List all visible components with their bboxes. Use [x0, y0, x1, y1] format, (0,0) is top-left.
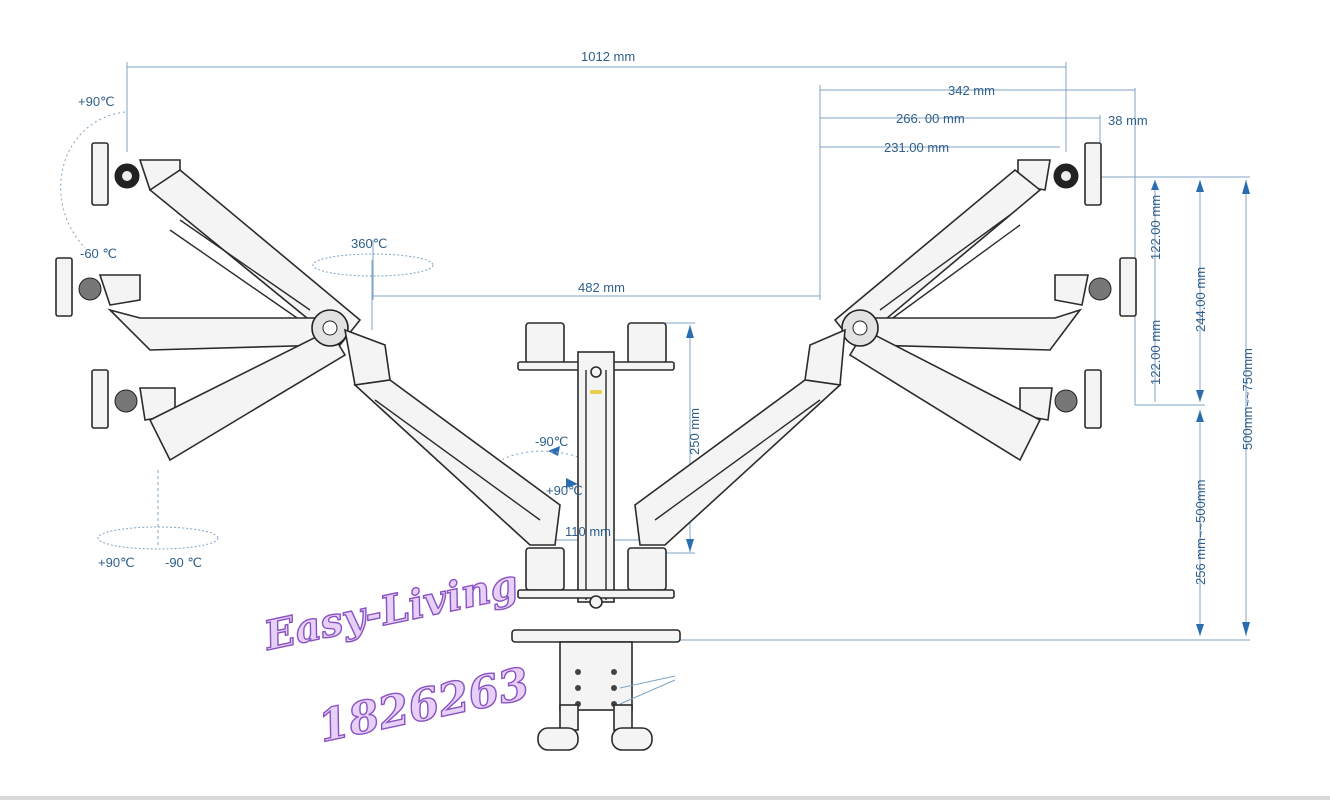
label-pole-segment: 250 mm — [687, 408, 702, 455]
label-swivel-neg-left: -90 ℃ — [165, 555, 202, 570]
right-vesa-plate-top — [1084, 142, 1102, 206]
clamp-foot-right — [611, 727, 653, 751]
watermark-number: 1826263 — [314, 658, 534, 752]
label-rotation: 360℃ — [351, 236, 387, 251]
label-swivel-pos-center: +90℃ — [546, 483, 583, 498]
clamp-foot-left — [537, 727, 579, 751]
rotation-guides — [60, 111, 586, 550]
right-vesa-plate-low — [1084, 369, 1102, 429]
watermark: Easy-Living 1826263 — [259, 560, 535, 754]
label-swivel-neg-center: -90℃ — [535, 434, 568, 449]
label-swivel-pos-left: +90℃ — [98, 555, 135, 570]
label-height-lower: 256 mm~~500mm — [1193, 480, 1208, 586]
desk-clamp-body — [559, 641, 633, 711]
pole-assembly — [511, 322, 681, 751]
bottom-border — [0, 796, 1330, 800]
right-vesa-plate-mid — [1119, 257, 1137, 317]
right-arm-assembly — [634, 142, 1137, 546]
left-arm-assembly — [55, 142, 561, 546]
dimension-lines — [126, 62, 1250, 641]
pole — [577, 351, 615, 603]
dimension-labels: 1012 mm 342 mm 266. 00 mm 231.00 mm 38 m… — [78, 49, 1255, 585]
label-height-total: 500mm~~750mm — [1240, 348, 1255, 450]
dimension-arrows — [548, 180, 1250, 636]
label-reach-342: 342 mm — [948, 83, 995, 98]
label-reach-266: 266. 00 mm — [896, 111, 965, 126]
pole-cap-right — [627, 322, 667, 364]
label-total-width: 1012 mm — [581, 49, 635, 64]
desk-clamp-plate — [511, 629, 681, 643]
label-step-lower: 122.00 mm — [1148, 320, 1163, 385]
left-vesa-plate-low — [91, 369, 109, 429]
label-tilt-offset: 38 mm — [1108, 113, 1148, 128]
label-center-span: 482 mm — [578, 280, 625, 295]
left-vesa-plate-mid — [55, 257, 73, 317]
label-tilt-up: +90℃ — [78, 94, 115, 109]
label-base-width: 110 mm — [565, 524, 611, 539]
label-tilt-down: -60 ℃ — [80, 246, 117, 261]
left-vesa-plate-top — [91, 142, 109, 206]
watermark-brand: Easy-Living — [259, 560, 522, 660]
label-step-upper: 122.00 mm — [1148, 195, 1163, 260]
pole-cap-left — [525, 322, 565, 364]
label-reach-231: 231.00 mm — [884, 140, 949, 155]
label-vertical-total: 244.00 mm — [1193, 267, 1208, 332]
